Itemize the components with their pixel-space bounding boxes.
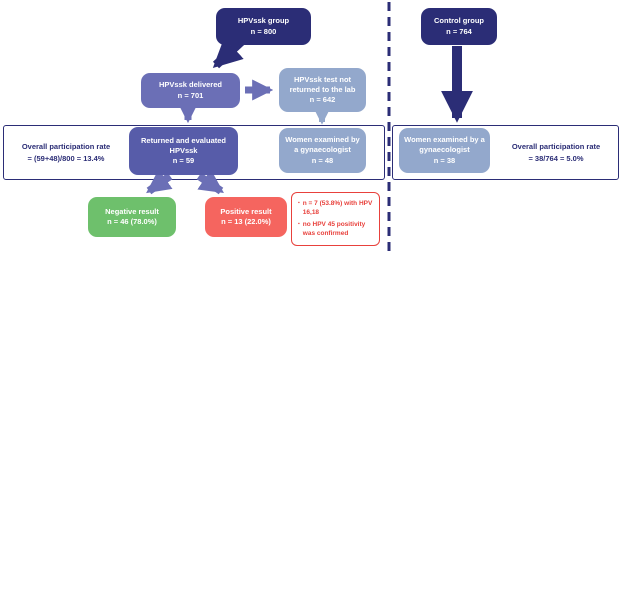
node-count: n = 13 (22.0%)	[221, 217, 271, 226]
node-count: n = 38	[433, 155, 456, 165]
node-label: Returned and evaluated HPVssk	[140, 135, 227, 155]
node-returned-evaluated: Returned and evaluated HPVssk n = 59	[129, 127, 238, 175]
node-control-group: Control group n = 764	[421, 8, 497, 45]
node-count: n = 800	[250, 26, 277, 36]
node-positive-result: Positive result n = 13 (22.0%)	[205, 197, 287, 237]
node-label: Negative result	[105, 206, 159, 216]
node-count: n = 59	[172, 156, 195, 166]
node-hpvssk-delivered: HPVssk delivered n = 701	[141, 73, 240, 108]
participation-line1: Overall participation rate	[21, 142, 111, 152]
positive-result-note: n = 7 (53.8%) with HPV 16,18 no HPV 45 p…	[291, 192, 380, 246]
node-count: n = 48	[311, 155, 334, 165]
node-label: Women examined by a gynaecologist	[285, 135, 360, 155]
node-negative-result: Negative result n = 46 (78.0%)	[88, 197, 176, 237]
note-bullet: n = 7 (53.8%) with HPV 16,18	[298, 199, 374, 217]
node-examined-hpvssk: Women examined by a gynaecologist n = 48	[279, 128, 366, 173]
node-count: n = 46 (78.0%)	[107, 217, 157, 226]
participation-rate-left: Overall participation rate = (59+48)/800…	[6, 133, 126, 173]
node-label: HPVssk delivered	[159, 80, 222, 90]
note-bullet: no HPV 45 positivity was confirmed	[298, 220, 374, 238]
node-examined-control: Women examined by a gynaecologist n = 38	[399, 128, 490, 173]
participation-rate-right: Overall participation rate = 38/764 = 5.…	[496, 133, 616, 173]
node-label: HPVssk group	[237, 16, 290, 26]
node-count: n = 642	[309, 95, 336, 105]
node-label: Women examined by a gynaecologist	[404, 135, 485, 155]
participation-line1: Overall participation rate	[511, 142, 601, 152]
participation-band-right	[392, 125, 619, 180]
node-label: HPVssk test not returned to the lab	[289, 74, 356, 94]
node-label: Positive result	[220, 206, 272, 216]
participation-line2: = 38/764 = 5.0%	[528, 154, 584, 163]
node-test-not-returned: HPVssk test not returned to the lab n = …	[279, 68, 366, 112]
participation-line2: = (59+48)/800 = 13.4%	[27, 154, 105, 163]
node-count: n = 764	[446, 26, 472, 36]
node-hpvssk-group: HPVssk group n = 800	[216, 8, 311, 45]
participation-band-left	[3, 125, 385, 180]
node-count: n = 701	[177, 90, 204, 100]
node-label: Control group	[434, 16, 484, 26]
